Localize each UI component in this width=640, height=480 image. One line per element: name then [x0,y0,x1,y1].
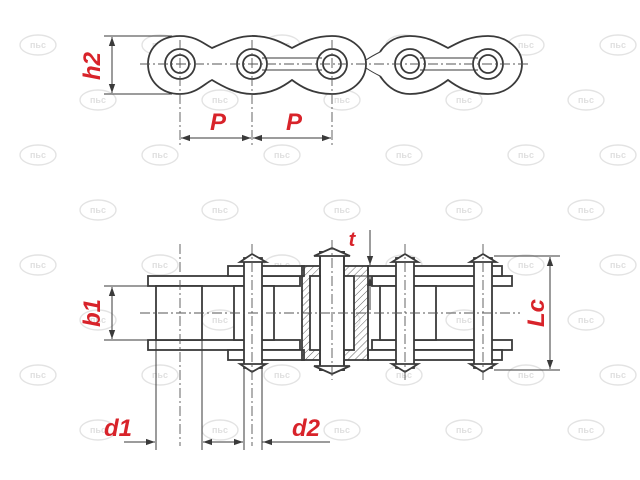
pitch-dimensions: P P [181,109,331,142]
watermark-logo: пьс [323,199,361,221]
watermark-logo: пьс [201,89,239,111]
watermark-logo: пьс [567,89,605,111]
d1-label: d1 [104,415,132,442]
watermark-logo: пьс [201,199,239,221]
watermark-text: пьс [610,40,626,50]
b1-dimension: b1 [79,285,156,341]
pitch-label-1: P [210,109,227,136]
watermark-logo: пьс [19,364,57,386]
watermark-text: пьс [30,370,46,380]
watermark-logo: пьс [599,364,637,386]
watermark-text: пьс [212,315,228,325]
watermark-logo: пьс [79,419,117,441]
watermark-logo: пьс [79,89,117,111]
watermark-pattern: пьс пьс пьс пьс пьс пьс пьс пьс пьс пьс пьс пьс пьс п… [19,34,637,441]
watermark-logo: пьс [263,364,301,386]
d2-dimension: d2 [214,368,330,450]
watermark-text: пьс [578,425,594,435]
t-dimension: t [349,229,378,310]
watermark-text: пьс [30,260,46,270]
watermark-text: пьс [578,315,594,325]
watermark-text: пьс [396,370,412,380]
watermark-text: пьс [334,95,350,105]
watermark-logo: пьс [385,144,423,166]
watermark-logo: пьс [445,419,483,441]
watermark-text: пьс [518,370,534,380]
watermark-text: пьс [578,205,594,215]
lc-label: Lc [523,299,550,327]
watermark-text: пьс [274,150,290,160]
b1-label: b1 [79,299,106,327]
watermark-logo: пьс [599,254,637,276]
watermark-text: пьс [152,370,168,380]
watermark-logo: пьс [599,144,637,166]
watermark-text: пьс [152,150,168,160]
chain-plan-view [140,240,520,446]
pitch-label-2: P [286,109,303,136]
h2-label: h2 [79,51,106,80]
watermark-text: пьс [456,95,472,105]
watermark-logo: пьс [263,144,301,166]
watermark-logo: пьс [507,144,545,166]
watermark-text: пьс [212,425,228,435]
watermark-text: пьс [90,205,106,215]
watermark-text: пьс [334,205,350,215]
watermark-text: пьс [456,205,472,215]
watermark-text: пьс [518,260,534,270]
lc-dimension: Lc [494,255,560,371]
watermark-logo: пьс [141,254,179,276]
watermark-text: пьс [212,95,228,105]
watermark-text: пьс [274,370,290,380]
watermark-logo: пьс [141,364,179,386]
watermark-logo: пьс [201,419,239,441]
watermark-logo: пьс [79,309,117,331]
watermark-logo: пьс [567,419,605,441]
watermark-logo: пьс [507,254,545,276]
t-label: t [349,229,357,251]
chain-side-view [140,35,530,148]
watermark-text: пьс [456,315,472,325]
d2-label: d2 [292,415,321,442]
watermark-text: пьс [274,260,290,270]
watermark-logo: пьс [141,144,179,166]
watermark-text: пьс [90,315,106,325]
watermark-text: пьс [610,370,626,380]
watermark-text: пьс [396,150,412,160]
watermark-text: пьс [610,150,626,160]
watermark-text: пьс [578,95,594,105]
watermark-logo: пьс [19,34,57,56]
watermark-text: пьс [518,150,534,160]
watermark-logo: пьс [323,419,361,441]
watermark-text: пьс [90,95,106,105]
watermark-text: пьс [212,205,228,215]
watermark-logo: пьс [19,144,57,166]
watermark-text: пьс [334,425,350,435]
watermark-text: пьс [518,40,534,50]
watermark-text: пьс [152,260,168,270]
watermark-text: пьс [610,260,626,270]
watermark-logo: пьс [567,199,605,221]
watermark-logo: пьс [567,309,605,331]
watermark-text: пьс [30,40,46,50]
watermark-logo: пьс [599,34,637,56]
watermark-text: пьс [30,150,46,160]
watermark-logo: пьс [507,364,545,386]
watermark-text: пьс [90,425,106,435]
h2-dimension: h2 [79,35,172,95]
watermark-logo: пьс [19,254,57,276]
watermark-logo: пьс [79,199,117,221]
watermark-logo: пьс [445,199,483,221]
watermark-text: пьс [456,425,472,435]
